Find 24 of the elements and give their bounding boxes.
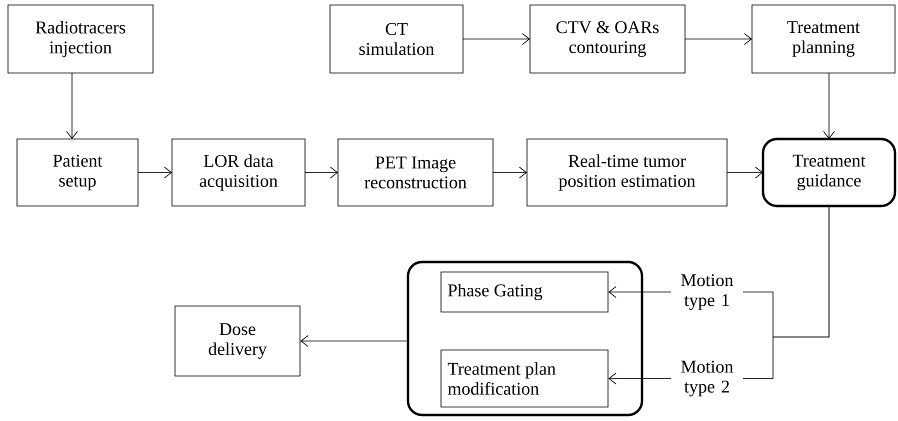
process-box: Treatment plan modification [440,350,608,408]
arrow [462,33,530,45]
edge-label: Motion type 1 [671,273,743,311]
arrow [138,166,172,178]
arrow [492,166,527,178]
arrow [304,166,338,178]
process-box: Treatment planning [752,4,896,74]
process-box: LOR data acquisition [172,138,306,206]
arrow [726,166,763,178]
arrow [66,72,78,139]
process-box: Real-time tumor position estimation [526,138,728,206]
edge-label: Motion type 2 [671,360,743,398]
process-box: CTV & OARs contouring [530,4,686,74]
process-box: Treatment guidance [762,138,896,208]
arrow [823,72,835,139]
process-box: Patient setup [16,138,138,206]
group-box [406,260,644,416]
arrow [684,33,752,45]
arrow [300,335,408,347]
process-box: CT simulation [330,4,464,74]
process-box: Phase Gating [440,272,608,312]
process-box: PET Image reconstruction [338,138,494,206]
process-box: Radiotracers injection [8,4,154,74]
process-box: Dose delivery [174,306,300,376]
